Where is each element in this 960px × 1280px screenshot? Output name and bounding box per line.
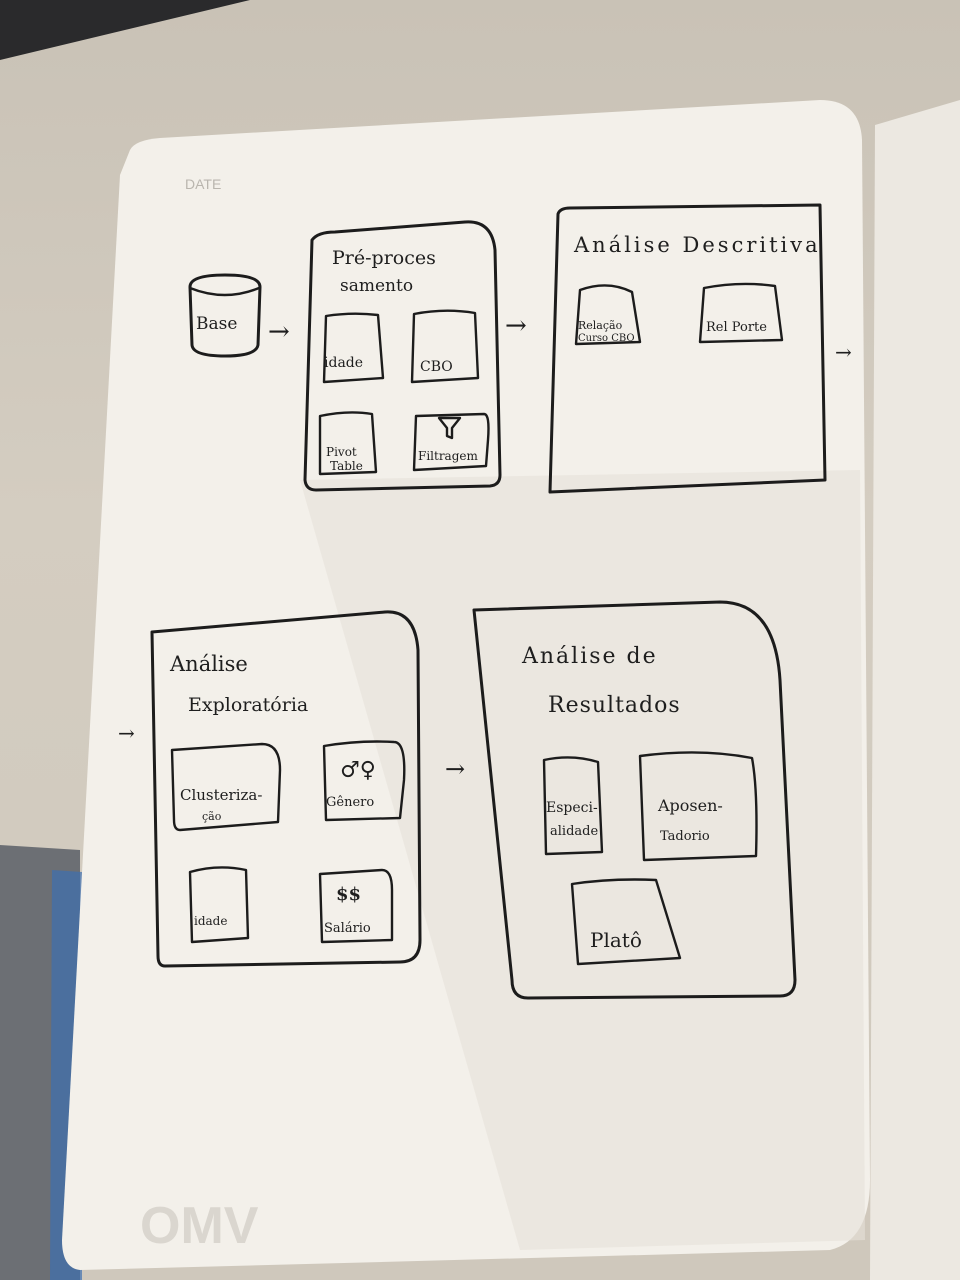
preprocessing-panel: Pré-proces samento idade CBO Pivot Table… bbox=[303, 220, 502, 492]
page-shadow bbox=[300, 470, 865, 1250]
right-page bbox=[870, 100, 960, 1280]
card-aposentadoria-label-1: Aposen- bbox=[657, 796, 723, 815]
descriptive-title: Análise Descritiva bbox=[573, 233, 821, 257]
card-pivot-table bbox=[318, 411, 378, 476]
results-title-1: Análise de bbox=[521, 644, 658, 669]
card-idade-exploratory bbox=[188, 866, 250, 944]
card-genero bbox=[322, 740, 406, 822]
date-label: DATE bbox=[185, 176, 221, 192]
card-salario bbox=[318, 868, 394, 944]
card-relacao bbox=[574, 284, 642, 346]
card-filtragem-label: Filtragem bbox=[418, 449, 478, 463]
card-especialidade-label-2: alidade bbox=[550, 824, 598, 839]
brand-mark: OMV bbox=[140, 1197, 259, 1255]
results-title-2: Resultados bbox=[548, 693, 681, 718]
card-especialidade-label-1: Especi- bbox=[546, 800, 598, 816]
base-label: Base bbox=[196, 314, 237, 334]
preprocessing-title-2: samento bbox=[340, 276, 413, 296]
card-rel-porte bbox=[698, 282, 784, 344]
filter-icon bbox=[437, 416, 462, 440]
card-rel-porte-label: Rel Porte bbox=[706, 320, 767, 335]
card-pivot-label: Pivot bbox=[326, 445, 357, 459]
card-especialidade bbox=[542, 756, 604, 856]
arrow-5: → bbox=[445, 755, 465, 783]
money-icon: $$ bbox=[336, 884, 361, 905]
gender-icon: ♂♀ bbox=[340, 758, 376, 783]
card-curso-cbo-label: Curso CBO bbox=[578, 333, 635, 344]
card-aposentadoria-label-2: Tadorio bbox=[660, 829, 710, 844]
preprocessing-title-1: Pré-proces bbox=[332, 247, 436, 269]
exploratory-panel: Análise Exploratória Clusteriza- ção ♂♀ … bbox=[150, 610, 422, 968]
card-cao-label: ção bbox=[202, 810, 222, 823]
exploratory-title-2: Exploratória bbox=[188, 694, 308, 716]
card-idade bbox=[322, 312, 385, 384]
card-relacao-label: Relação bbox=[578, 319, 623, 332]
card-plato bbox=[570, 878, 682, 966]
card-genero-label: Gênero bbox=[326, 795, 374, 810]
card-clusterizacao bbox=[170, 742, 282, 832]
database-icon bbox=[188, 273, 262, 358]
base-node: Base bbox=[188, 273, 262, 358]
exploratory-title-1: Análise bbox=[169, 652, 248, 676]
card-cbo-label: CBO bbox=[420, 359, 453, 375]
card-idade-label: idade bbox=[324, 355, 363, 371]
results-panel: Análise de Resultados Especi- alidade Ap… bbox=[472, 600, 797, 1000]
descriptive-panel: Análise Descritiva Relação Curso CBO Rel… bbox=[548, 203, 827, 494]
card-cbo bbox=[410, 309, 480, 384]
arrow-3: → bbox=[835, 340, 852, 364]
card-salario-label: Salário bbox=[324, 921, 371, 936]
card-aposentadoria bbox=[638, 751, 758, 862]
arrow-4: → bbox=[118, 721, 135, 745]
desk-object bbox=[0, 0, 250, 60]
card-filtragem bbox=[412, 412, 490, 472]
card-clusterizacao-label: Clusteriza- bbox=[180, 786, 262, 804]
card-idade-exploratory-label: idade bbox=[194, 914, 227, 928]
arrow-2: → bbox=[505, 311, 527, 341]
card-table-label: Table bbox=[330, 459, 363, 473]
card-plato-label: Platô bbox=[590, 928, 642, 952]
arrow-1: → bbox=[268, 317, 290, 347]
